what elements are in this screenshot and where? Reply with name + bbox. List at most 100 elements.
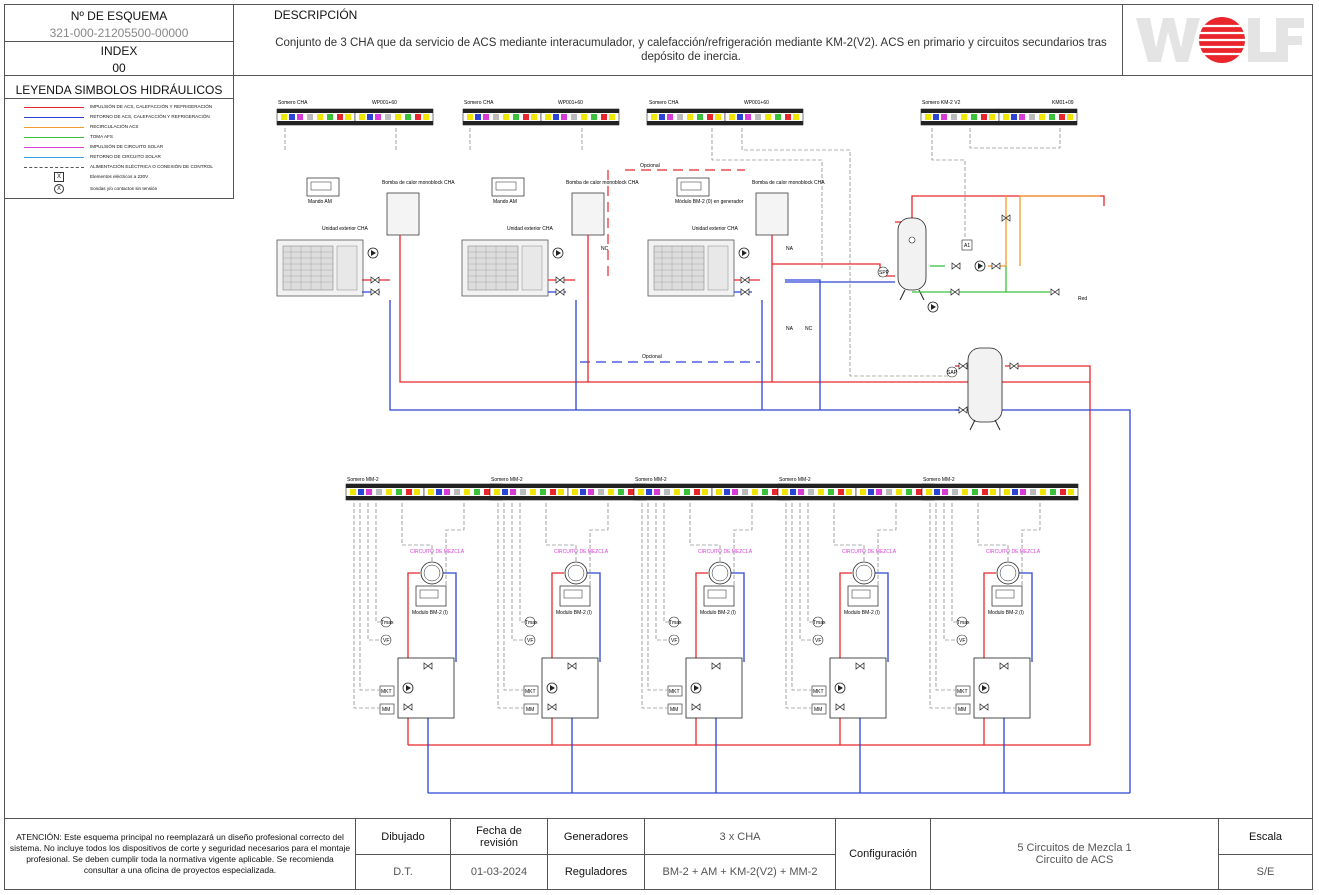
mix-module-label: Modulo BM-2 (I) [412,610,448,616]
generators-label: Generadores [547,818,645,855]
config-value: 5 Circuitos de Mezcla 1 Circuito de ACS [930,818,1219,890]
terminal-label: Somero KM-2 V2 [922,100,961,106]
legend-item: ALIMENTACIÓN ELÉCTRICA O CONEXIÓN DE CON… [4,162,234,172]
mix-module-label: Modulo BM-2 (I) [556,610,592,616]
legend-item: RECIRCULACIÓN ACS [4,122,234,132]
wolf-logo [1136,17,1304,63]
mix-circuit-label: CIRCUITO DE MEZCLA [554,549,609,555]
vf-label: VF [671,638,677,644]
vf-label: VF [383,638,389,644]
mkt-label: MKT [381,689,392,695]
revision-value: 01-03-2024 [450,854,548,890]
regulators-value: BM-2 + AM + KM-2(V2) + MM-2 [644,854,836,890]
tmax-label: Tmax [813,620,826,626]
generators-value: 3 x CHA [644,818,836,855]
control-lines [284,128,1061,377]
terminal-label: WP001+60 [372,100,397,106]
terminal-label: WP001+60 [558,100,583,106]
mix-terminal-label: Somero MM-2 [923,477,955,483]
spp-label: SPP [879,270,890,276]
legend-box: LEYENDA SIMBOLOS HIDRÁULICOS [4,75,234,199]
scale-value: S/E [1218,854,1313,890]
na-label: NA [786,326,794,332]
vf-label: VF [815,638,821,644]
top-terminals [276,108,1078,126]
na-label: NA [786,246,794,252]
mm-label: MM [958,707,966,713]
optional-label: Opcional [642,354,662,360]
index-value: 00 [112,61,126,75]
legend-item: IMPULSIÓN DE CIRCUITO SOLAR [4,142,234,152]
mix-terminal-label: Somero MM-2 [635,477,667,483]
mix-circuit-label: CIRCUITO DE MEZCLA [842,549,897,555]
mix-supply [407,572,996,662]
pump-label: Bomba de calor monoblock CHA [382,180,455,186]
mkt-label: MKT [957,689,968,695]
legend-item: RETORNO DE CIRCUITO SOLAR [4,152,234,162]
description-text: Conjunto de 3 CHA que da servicio de ACS… [275,37,1107,63]
mm-label: MM [670,707,678,713]
mkt-label: MKT [813,689,824,695]
red-label: Red [1078,296,1087,302]
return-pipes [362,279,1131,794]
legend-item: X Sondas y/o contactos sin tensión [4,184,234,194]
legend-item: RETORNO DE ACS, CALEFACCIÓN Y REFRIGERAC… [4,112,234,122]
outdoor-label: Unidad exterior CHA [692,226,739,232]
legend-divider [4,98,234,99]
terminal-label: KM01+09 [1052,100,1074,106]
tmax-label: Tmax [669,620,682,626]
controller-label: Módulo BM-2 (0) en generador [675,199,744,205]
mm-label: MM [526,707,534,713]
dhw-tank [897,217,927,301]
sap-label: SAP [947,370,958,376]
vf-label: VF [527,638,533,644]
controller-label: Mando AM [493,199,517,205]
legend-title: LEYENDA SIMBOLOS HIDRÁULICOS [15,83,223,97]
revision-label: Fecha de revisión [450,818,548,855]
config-label: Configuración [835,818,931,890]
drawn-value: D.T. [355,854,451,890]
legend-item: IMPULSIÓN DE ACS, CALEFACCIÓN Y REFRIGER… [4,102,234,112]
logo-cell [1122,4,1313,76]
mix-module-label: Modulo BM-2 (I) [844,610,880,616]
mix-module-label: Modulo BM-2 (I) [988,610,1024,616]
legend-item: TOMA AFS [4,132,234,142]
scheme-number: 321-000-21205500-00000 [49,26,189,40]
mix-module-label: Modulo BM-2 (I) [700,610,736,616]
optional-box [607,169,745,278]
drawn-label: Dibujado [355,818,451,855]
mkt-label: MKT [669,689,680,695]
tmax-label: Tmax [525,620,538,626]
warning-note: ATENCIÓN: Este esquema principal no reem… [4,818,356,890]
mix-circuit-label: CIRCUITO DE MEZCLA [986,549,1041,555]
controller-label: Mando AM [308,199,332,205]
regulators-label: Reguladores [547,854,645,890]
sensor-circle-icon: X [54,184,64,194]
mix-terminal-label: Somero MM-2 [491,477,523,483]
optional-label: Opcional [640,163,660,169]
scheme-label: Nº DE ESQUEMA [70,9,168,23]
description-label: DESCRIPCIÓN [274,8,358,22]
mix-circuit-label: CIRCUITO DE MEZCLA [698,549,753,555]
index-label: INDEX [100,44,138,58]
terminal-label: WP001+60 [744,100,769,106]
nc-label: NC [601,246,609,252]
electric-box-icon: X [54,172,64,182]
mm-label: MM [814,707,822,713]
terminal-label: Somero CHA [464,100,494,106]
vf-label: VF [959,638,965,644]
pump-label: Bomba de calor monoblock CHA [566,180,639,186]
legend-item: X Elementos eléctricos a 230V [4,172,234,182]
terminal-label: Somero CHA [278,100,308,106]
pump-label: Bomba de calor monoblock CHA [752,180,825,186]
tmax-label: Tmax [381,620,394,626]
recirc-pipe [988,195,1100,267]
indoor-modules [386,192,789,236]
